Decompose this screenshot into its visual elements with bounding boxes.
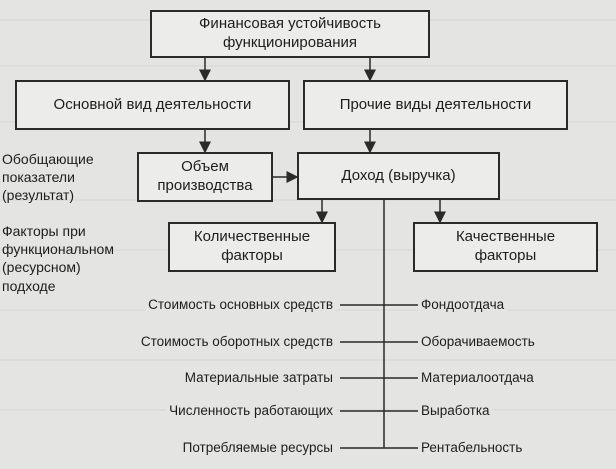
box-financial-stability: Финансовая устойчивость функционирования	[150, 10, 430, 58]
factor-qualitative-3: Материалоотдача	[418, 370, 537, 385]
factor-quantitative-3: Материальные затраты	[181, 370, 336, 385]
box-qualitative-factors-label: Качественные факторы	[455, 228, 556, 264]
box-income: Доход (выручка)	[297, 152, 500, 200]
box-main-activity-label: Основной вид деятельности	[53, 95, 252, 113]
box-quantitative-factors: Количественные факторы	[168, 222, 336, 272]
box-other-activities-label: Прочие виды деятельности	[339, 95, 532, 113]
factor-quantitative-5: Потребляемые ресурсы	[179, 440, 336, 455]
factor-quantitative-2: Стоимость оборотных средств	[137, 334, 336, 349]
factor-qualitative-4: Выработка	[418, 403, 493, 418]
box-production-volume-label: Объем производства	[157, 158, 253, 194]
box-qualitative-factors: Качественные факторы	[413, 222, 598, 272]
factor-qualitative-5: Рентабельность	[418, 440, 526, 455]
factor-quantitative-4: Численность работающих	[166, 403, 336, 418]
factor-quantitative-1: Стоимость основных средств	[145, 297, 336, 312]
box-main-activity: Основной вид деятельности	[15, 80, 290, 130]
box-production-volume: Объем производства	[137, 152, 273, 202]
label-functional-factors: Факторы при функциональном (ресурсном) п…	[2, 223, 114, 294]
box-financial-stability-label: Финансовая устойчивость функционирования	[199, 15, 381, 51]
box-income-label: Доход (выручка)	[341, 166, 456, 184]
box-quantitative-factors-label: Количественные факторы	[193, 228, 311, 264]
factor-qualitative-1: Фондоотдача	[418, 297, 508, 312]
factor-qualitative-2: Оборачиваемость	[418, 334, 538, 349]
label-generalizing-indicators: Обобщающие показатели (результат)	[2, 151, 94, 204]
box-other-activities: Прочие виды деятельности	[303, 80, 568, 130]
